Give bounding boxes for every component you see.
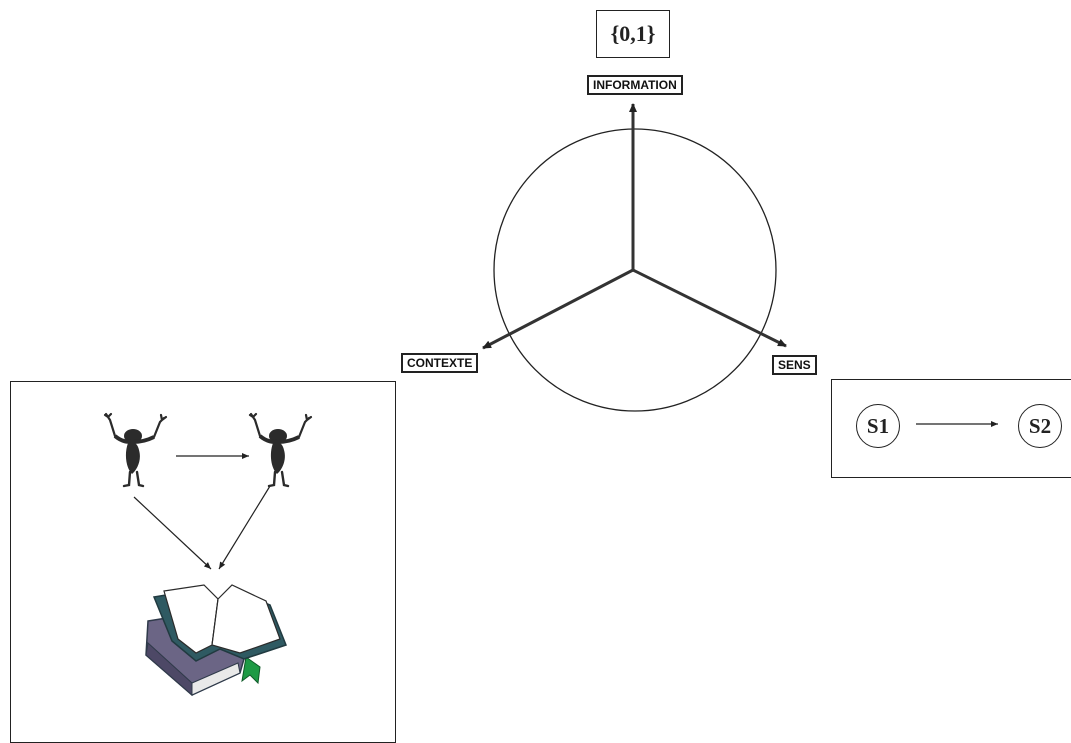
axis-sens (632, 268, 787, 348)
context-panel (10, 381, 396, 743)
state-node-to: S2 (1018, 404, 1062, 448)
person-icon (103, 412, 168, 488)
axis-label-contexte: CONTEXTE (401, 353, 479, 373)
sens-panel (831, 379, 1071, 478)
person-to-books-arrow-left (133, 496, 212, 570)
state-node-from: S1 (856, 404, 900, 448)
axis-contexte (482, 268, 634, 350)
central-circle (493, 128, 777, 412)
axis-label-information: INFORMATION (587, 75, 683, 95)
person-to-books-arrow-right (218, 485, 271, 570)
axis-label-sens: SENS (772, 355, 817, 375)
binary-value-box: {0,1} (596, 10, 670, 58)
books-icon (145, 584, 287, 697)
person-icon (248, 412, 313, 488)
